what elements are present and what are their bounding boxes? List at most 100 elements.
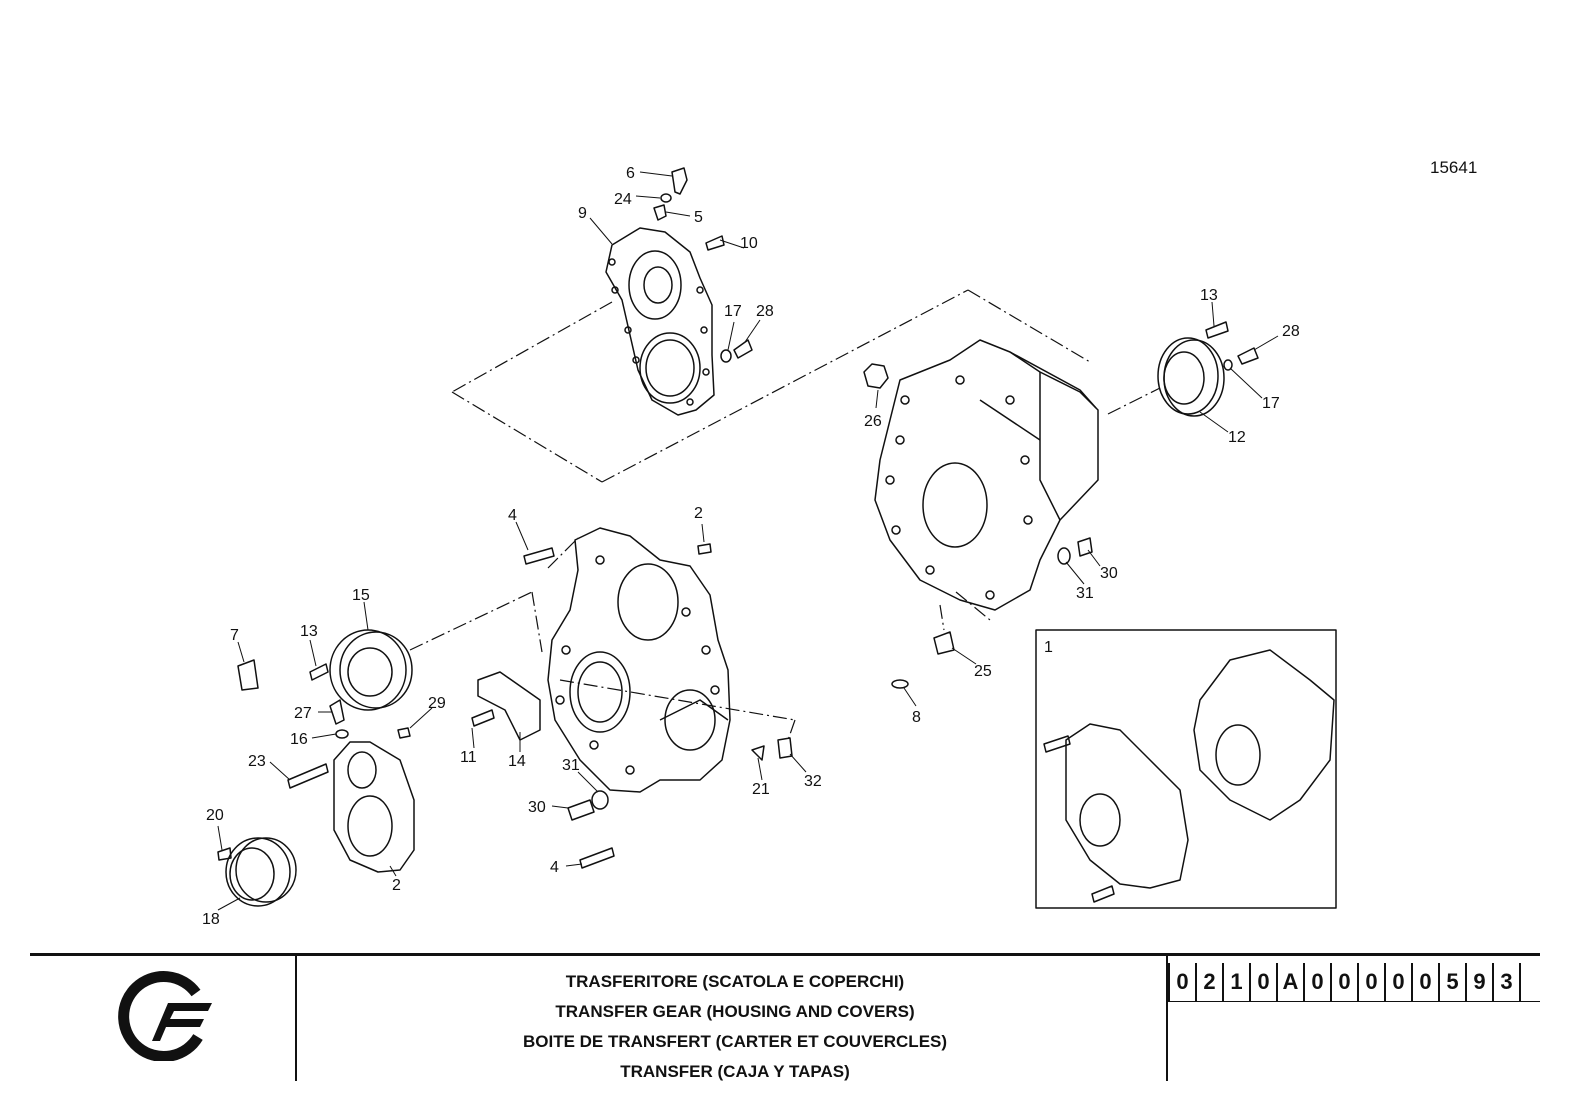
part-code-underline xyxy=(1168,1001,1540,1002)
title-block-divider-left xyxy=(295,956,297,1081)
part-code-char: 2 xyxy=(1197,963,1224,1001)
part-code-char: 0 xyxy=(1332,963,1359,1001)
seal-part-12 xyxy=(1157,337,1225,417)
title-block-top-rule xyxy=(30,953,1540,956)
title-english: TRANSFER GEAR (HOUSING AND COVERS) xyxy=(555,1002,915,1021)
washer-part-17-top xyxy=(720,349,732,363)
callout-9: 9 xyxy=(578,205,587,222)
seal-part-15 xyxy=(329,629,413,711)
part-code-char: 0 xyxy=(1359,963,1386,1001)
pin-part-29 xyxy=(397,727,411,739)
plug-part-28-top xyxy=(733,339,753,359)
callout-2: 2 xyxy=(694,505,703,522)
breather-part-6 xyxy=(671,167,688,195)
housing-right xyxy=(874,339,1099,611)
callout-24: 24 xyxy=(614,191,632,208)
callout-2: 2 xyxy=(392,877,401,894)
callout-16: 16 xyxy=(290,731,308,748)
part-code-char: 0 xyxy=(1305,963,1332,1001)
part-code-char: 9 xyxy=(1467,963,1494,1001)
washer-part-24 xyxy=(660,193,672,203)
title-italian: TRASFERITORE (SCATOLA E COPERCHI) xyxy=(565,972,905,991)
screw-part-4-top xyxy=(523,547,555,565)
plug-part-25 xyxy=(933,631,955,655)
callout-23: 23 xyxy=(248,753,266,770)
part-code-char: 5 xyxy=(1440,963,1467,1001)
screw-part-13-right xyxy=(1205,321,1229,339)
callout-4: 4 xyxy=(550,859,559,876)
callout-1: 1 xyxy=(1044,639,1053,656)
callout-27: 27 xyxy=(294,705,312,722)
bracket-part-14 xyxy=(477,671,541,741)
callout-20: 20 xyxy=(206,807,224,824)
plug-part-28-right xyxy=(1237,347,1259,365)
callout-8: 8 xyxy=(912,709,921,726)
callout-29: 29 xyxy=(428,695,446,712)
title-french: BOITE DE TRANSFERT (CARTER ET COUVERCLES… xyxy=(522,1032,948,1051)
part-code-char: 0 xyxy=(1168,963,1197,1001)
part-code-char: 1 xyxy=(1224,963,1251,1001)
washer-part-17-right xyxy=(1223,359,1233,371)
title-spanish: TRANSFER (CAJA Y TAPAS) xyxy=(620,1062,850,1081)
callout-6: 6 xyxy=(626,165,635,182)
callout-31: 31 xyxy=(1076,585,1094,602)
screw-part-4-bottom xyxy=(579,847,615,869)
plug-part-30-right xyxy=(1077,537,1093,557)
alignment-lines xyxy=(409,289,1161,741)
washer-part-31-left xyxy=(591,790,609,810)
housing-center xyxy=(547,527,731,793)
title-lines: TRASFERITORE (SCATOLA E COPERCHI) TRANSF… xyxy=(300,967,1170,1087)
callout-28: 28 xyxy=(1282,323,1300,340)
callout-14: 14 xyxy=(508,753,526,770)
washer-part-31-right xyxy=(1057,547,1071,565)
plug-part-26 xyxy=(863,363,889,389)
callout-26: 26 xyxy=(864,413,882,430)
callout-12: 12 xyxy=(1228,429,1246,446)
screw-part-20 xyxy=(217,847,232,861)
callout-5: 5 xyxy=(694,209,703,226)
fitting-part-27 xyxy=(329,699,345,725)
callout-10: 10 xyxy=(740,235,758,252)
bracket-part-7 xyxy=(237,659,259,691)
callout-4: 4 xyxy=(508,507,517,524)
callout-21: 21 xyxy=(752,781,770,798)
pin-part-2-top xyxy=(697,543,712,555)
callout-25: 25 xyxy=(974,663,992,680)
callout-18: 18 xyxy=(202,911,220,928)
part-code-char: 3 xyxy=(1494,963,1521,1001)
pin-part-21 xyxy=(751,745,765,761)
part-code-char: 0 xyxy=(1251,963,1278,1001)
callout-15: 15 xyxy=(352,587,370,604)
part-code-char: 0 xyxy=(1386,963,1413,1001)
screw-part-11 xyxy=(471,709,495,727)
callout-17: 17 xyxy=(1262,395,1280,412)
title-block: TRASFERITORE (SCATOLA E COPERCHI) TRANSF… xyxy=(30,953,1540,1081)
callout-30: 30 xyxy=(528,799,546,816)
seal-part-18 xyxy=(225,837,297,907)
leader-lines xyxy=(217,171,1279,911)
screw-part-10 xyxy=(705,235,725,251)
assembly-inset-1 xyxy=(1035,629,1337,909)
cover-part-2 xyxy=(333,741,415,873)
screw-part-13-left xyxy=(309,663,329,681)
callout-13: 13 xyxy=(300,623,318,640)
callout-32: 32 xyxy=(804,773,822,790)
exploded-parts-diagram: 6 24 5 9 10 17 28 13 28 17 12 26 4 2 15 … xyxy=(202,165,1337,928)
part-code-char: 0 xyxy=(1413,963,1440,1001)
callout-11: 11 xyxy=(460,749,477,766)
callout-30: 30 xyxy=(1100,565,1118,582)
title-block-divider-right xyxy=(1166,956,1168,1081)
callout-13: 13 xyxy=(1200,287,1218,304)
plug-part-30-left xyxy=(567,799,595,821)
plate-part-32 xyxy=(777,737,793,759)
drawing-number: 15641 xyxy=(1430,158,1478,177)
callout-7: 7 xyxy=(230,627,239,644)
callout-17: 17 xyxy=(724,303,742,320)
plug-part-5 xyxy=(653,204,667,221)
callout-28: 28 xyxy=(756,303,774,320)
part-code: 0 2 1 0 A 0 0 0 0 0 5 9 3 xyxy=(1168,963,1521,1001)
company-logo-icon xyxy=(118,971,212,1061)
part-code-char: A xyxy=(1278,963,1305,1001)
callout-31: 31 xyxy=(562,757,580,774)
washer-part-16 xyxy=(335,729,349,739)
